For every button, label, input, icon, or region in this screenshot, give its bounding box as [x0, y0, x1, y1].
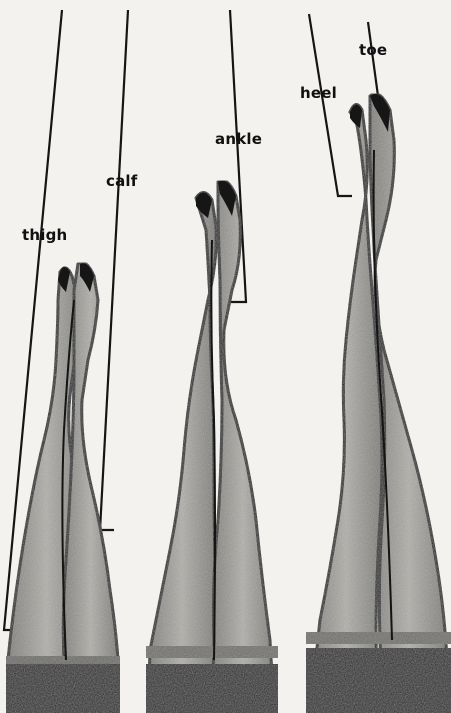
stocking-middle-a	[148, 192, 216, 713]
toe-label: toe	[359, 41, 387, 59]
welt-band-middle	[146, 664, 278, 713]
calf-label: calf	[106, 172, 137, 190]
heel-label: heel	[300, 84, 337, 102]
stocking-pair-right	[306, 94, 451, 713]
calf-leader-line	[100, 10, 128, 530]
toe-leader-line	[368, 22, 378, 96]
welt-band-right	[306, 648, 451, 713]
ankle-label: ankle	[215, 130, 262, 148]
thigh-label: thigh	[22, 226, 67, 244]
welt-band-left	[6, 660, 120, 713]
heel-leader-line	[309, 14, 352, 196]
